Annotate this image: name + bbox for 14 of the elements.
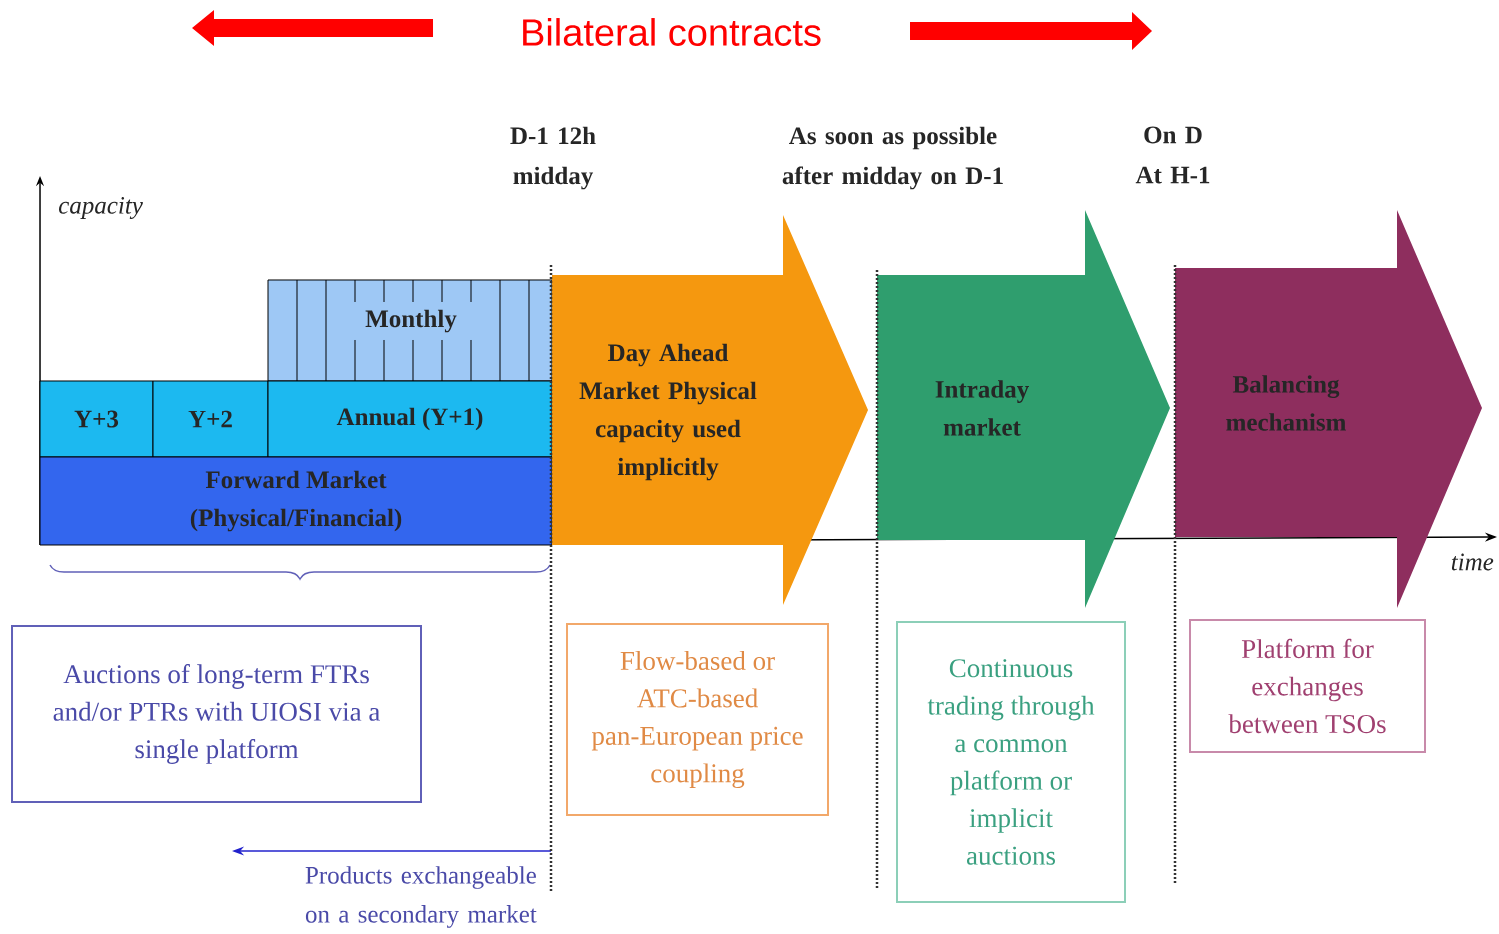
time-label: On D At H-1: [1135, 126, 1210, 184]
description-box: Platform for exchanges between TSOs: [1189, 619, 1426, 753]
description-box: Continuous trading through a common platform or implicit auctions: [896, 621, 1126, 903]
time-label: D-1 12h midday: [510, 126, 596, 190]
note-text: Products exchangeable on a secondary market: [305, 866, 537, 928]
monthly-bar: Monthly: [267, 279, 553, 382]
description-box: Auctions of long-term FTRs and/or PTRs with UIOSI via a single platform: [11, 625, 422, 803]
year-cell: Y+3: [39, 380, 154, 458]
description-box: Flow-based or ATC-based pan-European price coupling: [566, 623, 829, 816]
axis-label: capacity: [59, 197, 143, 219]
title: Bilateral contracts: [523, 18, 821, 46]
year-cell: Y+2: [152, 380, 269, 458]
forward-market-bar: Forward Market (Physical/Financial): [39, 456, 553, 546]
time-label: As soon as possible after midday on D-1: [782, 126, 1003, 190]
